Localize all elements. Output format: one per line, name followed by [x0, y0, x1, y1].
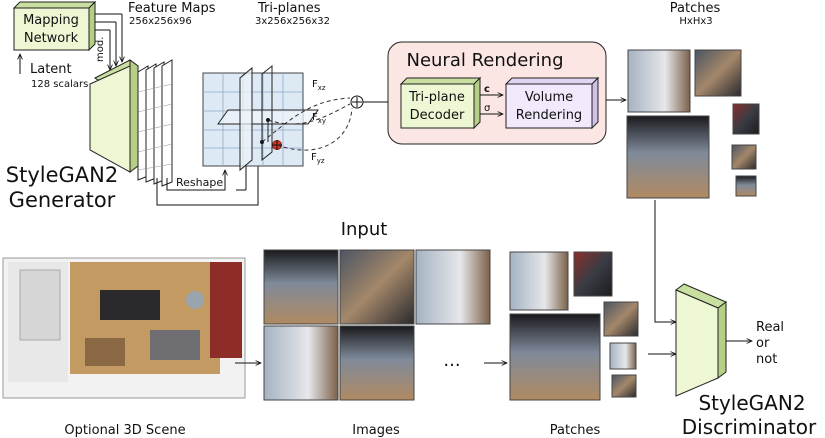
real-patch-image	[603, 301, 639, 337]
optional-scene-caption: Optional 3D Scene	[64, 423, 185, 438]
modulation-lines	[95, 13, 122, 70]
generated-patch-image	[735, 175, 757, 197]
images-caption: Images	[352, 423, 400, 438]
real-patch-image	[509, 251, 569, 311]
triplane-decoder-label-1: Tri-plane	[408, 90, 465, 105]
neural-rendering-title: Neural Rendering	[406, 50, 563, 71]
real-or-not-3: not	[756, 352, 777, 367]
stylegan2-generator-block	[89, 59, 139, 173]
real-patches	[509, 251, 639, 401]
input-image	[415, 249, 491, 325]
tri-planes-grid	[202, 64, 319, 172]
fxy-label: Fxy	[312, 112, 326, 125]
ellipsis-label: ...	[443, 350, 460, 371]
feature-maps-stack	[137, 59, 173, 187]
feature-sampling-lines	[261, 97, 353, 151]
generated-patch-image	[694, 49, 742, 97]
real-patch-image	[573, 251, 613, 297]
input-title: Input	[341, 219, 388, 240]
generated-patch-image	[731, 144, 757, 170]
triplane-decoder-block: Tri-plane Decoder	[399, 76, 482, 130]
real-or-not-1: Real	[756, 320, 784, 335]
generator-label-2: Generator	[9, 188, 116, 212]
mapping-network-label-1: Mapping	[23, 13, 79, 28]
reshape-label: Reshape	[176, 176, 223, 189]
generated-patch-image	[627, 49, 691, 113]
tri-planes-sub: 3x256x256x32	[255, 16, 330, 27]
latent-sub: 128 scalars	[31, 79, 88, 90]
fxz-label: Fxz	[312, 79, 326, 92]
mod-label: mod.	[95, 37, 106, 62]
triplane-decoder-label-2: Decoder	[410, 108, 465, 123]
input-image	[263, 249, 339, 325]
patches-top-title: Patches	[670, 1, 721, 16]
real-patch-image	[609, 342, 637, 370]
real-or-not-2: or	[756, 336, 770, 351]
input-image	[339, 325, 415, 401]
volume-rendering-label-1: Volume	[525, 90, 573, 105]
generated-patches	[626, 49, 760, 199]
volume-rendering-label-2: Rendering	[516, 108, 582, 123]
feature-maps-title: Feature Maps	[128, 1, 216, 16]
color-label: c	[484, 84, 490, 95]
tri-planes-title: Tri-planes	[257, 1, 321, 16]
fake-to-discriminator-line	[654, 200, 676, 322]
generated-patch-image	[732, 103, 760, 135]
real-patch-image	[509, 313, 601, 401]
sigma-label: σ	[484, 103, 491, 114]
input-images-grid	[263, 249, 491, 401]
real-patch-image	[611, 374, 637, 398]
feature-maps-sub: 256x256x96	[129, 16, 192, 27]
mapping-network-block: Mapping Network	[12, 0, 97, 52]
generator-label-1: StyleGAN2	[6, 163, 118, 187]
mapping-network-label-2: Network	[24, 31, 79, 46]
stylegan2-discriminator-block	[675, 283, 727, 397]
volume-rendering-block: Volume Rendering	[504, 76, 600, 130]
input-image	[339, 249, 415, 325]
optional-3d-scene	[2, 257, 246, 399]
patches-top-sub: HxHx3	[679, 16, 712, 27]
latent-input: Latent 128 scalars	[20, 54, 88, 90]
neural-rendering-block: Neural Rendering Tri-plane Decoder c σ V…	[387, 41, 607, 145]
fyz-label: Fyz	[311, 152, 325, 165]
discriminator-label-2: Discriminator	[682, 415, 817, 438]
discriminator-label-1: StyleGAN2	[698, 391, 805, 415]
patches-bottom-caption: Patches	[550, 423, 601, 438]
latent-title: Latent	[30, 62, 72, 77]
generated-patch-image	[626, 115, 710, 199]
input-image	[263, 325, 339, 401]
